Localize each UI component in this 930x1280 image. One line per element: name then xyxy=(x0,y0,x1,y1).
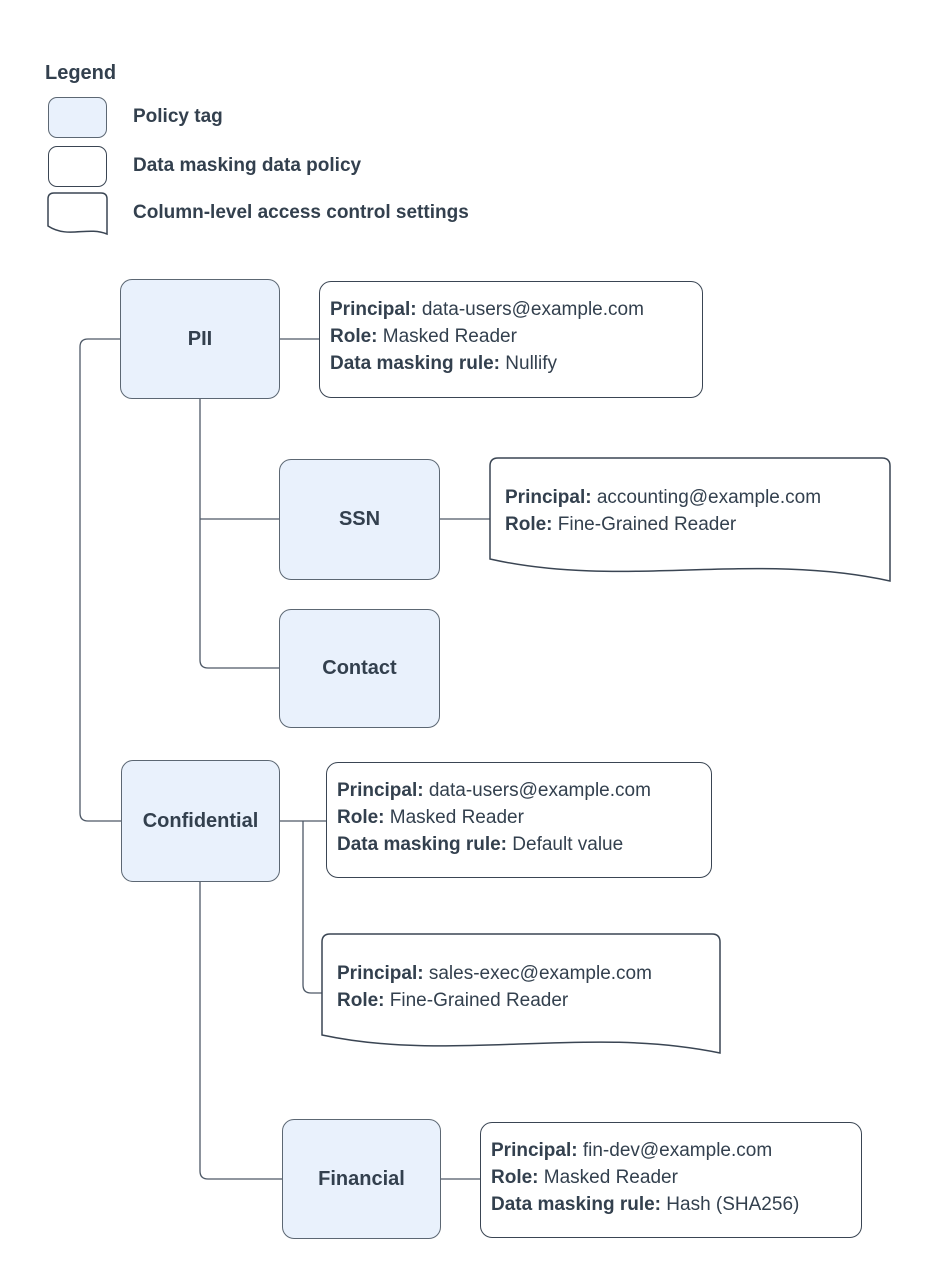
policy-line-value: data-users@example.com xyxy=(428,780,651,801)
financial-masking-policy-box: Principal: fin-dev@example.com Role: Mas… xyxy=(480,1122,862,1238)
node-financial[interactable]: Financial xyxy=(282,1119,441,1239)
policy-line-label: Principal: xyxy=(337,963,424,984)
policy-line-label: Data masking rule: xyxy=(491,1194,661,1215)
connector-confidential-to-financial xyxy=(199,882,282,1180)
legend-title: Legend xyxy=(45,62,117,84)
node-contact[interactable]: Contact xyxy=(279,609,440,728)
connector-confidential-to-access xyxy=(302,821,322,994)
policy-line: Role: Masked Reader xyxy=(491,1164,851,1191)
policy-line-value: sales-exec@example.com xyxy=(428,963,652,984)
policy-line-label: Principal: xyxy=(337,780,424,801)
policy-line: Principal: fin-dev@example.com xyxy=(491,1137,851,1164)
policy-line: Data masking rule: Nullify xyxy=(330,350,692,377)
connector-pii-to-confidential xyxy=(79,338,121,822)
legend-item-column-access: Column-level access control settings xyxy=(133,202,469,223)
node-pii[interactable]: PII xyxy=(120,279,280,399)
policy-line-label: Principal: xyxy=(330,299,417,320)
policy-line-label: Role: xyxy=(330,326,378,347)
node-pii-label: PII xyxy=(187,327,213,350)
policy-line-value: fin-dev@example.com xyxy=(582,1140,773,1161)
document-shapes xyxy=(47,192,891,1054)
policy-line-value: Hash (SHA256) xyxy=(666,1194,800,1215)
node-confidential[interactable]: Confidential xyxy=(121,760,280,882)
sales-access-document-shape xyxy=(321,933,721,1054)
policy-line-value: accounting@example.com xyxy=(596,487,822,508)
node-confidential-label: Confidential xyxy=(142,809,259,832)
legend-document-swatch xyxy=(47,192,108,236)
policy-line-value: Masked Reader xyxy=(382,326,517,347)
node-ssn-label: SSN xyxy=(338,508,381,530)
legend-item-data-policy: Data masking data policy xyxy=(133,155,362,176)
policy-tag-swatch xyxy=(48,97,107,138)
policy-line-value: Fine-Grained Reader xyxy=(557,514,737,535)
policy-line-value: Default value xyxy=(512,834,624,855)
policy-line-label: Role: xyxy=(337,807,385,828)
policy-line-value: data-users@example.com xyxy=(421,299,644,320)
connector-lines xyxy=(79,338,490,1180)
data-policy-swatch xyxy=(48,146,107,187)
policy-line-label: Role: xyxy=(505,514,553,535)
policy-line-label: Data masking rule: xyxy=(337,834,507,855)
policy-line-value: Masked Reader xyxy=(543,1167,678,1188)
sales-access-settings-text: Principal: sales-exec@example.com Role: … xyxy=(337,960,652,1014)
policy-line-value: Masked Reader xyxy=(389,807,524,828)
policy-line: Role: Masked Reader xyxy=(337,804,701,831)
confidential-masking-policy-box: Principal: data-users@example.com Role: … xyxy=(326,762,712,878)
policy-line-label: Role: xyxy=(491,1167,539,1188)
connector-pii-to-contact xyxy=(199,399,279,669)
node-ssn[interactable]: SSN xyxy=(279,459,440,580)
policy-line-value: Fine-Grained Reader xyxy=(389,990,569,1011)
ssn-access-document-shape xyxy=(489,457,891,582)
policy-line-label: Role: xyxy=(337,990,385,1011)
pii-masking-policy-box: Principal: data-users@example.com Role: … xyxy=(319,281,703,398)
policy-line: Data masking rule: Default value xyxy=(337,831,701,858)
policy-line: Principal: accounting@example.com xyxy=(505,484,821,511)
policy-line: Role: Fine-Grained Reader xyxy=(337,987,652,1014)
policy-line-value: Nullify xyxy=(505,353,558,374)
policy-line: Role: Fine-Grained Reader xyxy=(505,511,821,538)
policy-line: Principal: sales-exec@example.com xyxy=(337,960,652,987)
legend-item-policy-tag: Policy tag xyxy=(133,106,223,127)
policy-line: Data masking rule: Hash (SHA256) xyxy=(491,1191,851,1218)
node-contact-label: Contact xyxy=(322,657,397,679)
node-financial-label: Financial xyxy=(318,1167,405,1190)
policy-line: Principal: data-users@example.com xyxy=(337,777,701,804)
policy-line-label: Principal: xyxy=(505,487,592,508)
policy-line-label: Data masking rule: xyxy=(330,353,500,374)
ssn-access-settings-text: Principal: accounting@example.com Role: … xyxy=(505,484,821,538)
policy-line-label: Principal: xyxy=(491,1140,578,1161)
policy-line: Principal: data-users@example.com xyxy=(330,296,692,323)
policy-line: Role: Masked Reader xyxy=(330,323,692,350)
